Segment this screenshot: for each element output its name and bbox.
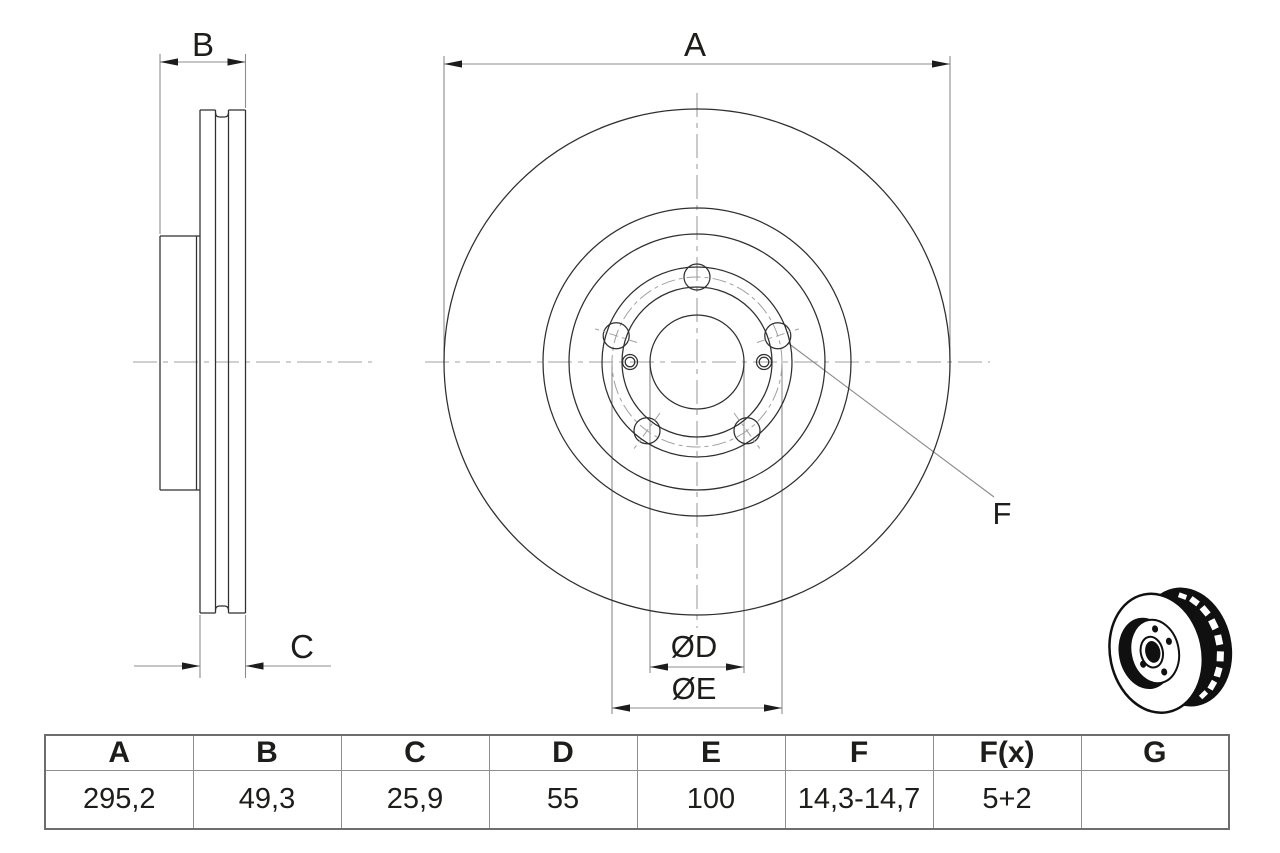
vent-slots — [1177, 592, 1224, 700]
arrowhead — [444, 60, 462, 68]
arrowhead — [160, 58, 178, 66]
vent-opening-bottom — [214, 605, 230, 611]
dim-label-od: ØD — [671, 629, 718, 664]
arrowhead — [182, 662, 200, 670]
dim-C — [134, 615, 331, 678]
dim-label-c: C — [290, 628, 314, 665]
outer-diameter-circle — [443, 108, 951, 616]
dim-A — [443, 56, 951, 362]
screw-hole — [755, 353, 773, 371]
dimension-annotations — [134, 54, 995, 714]
hub-bolt-dots — [1140, 625, 1172, 676]
value-fx: 5+2 — [932, 770, 1082, 830]
table-value-row: 295,2 49,3 25,9 55 100 14,3-14,7 5+2 — [44, 770, 1230, 830]
bolt-hole — [733, 417, 761, 445]
dim-label-b: B — [192, 26, 214, 63]
bolt-hole-tick — [595, 328, 638, 343]
col-header-fx: F(x) — [932, 734, 1082, 771]
bolt-holes — [595, 263, 799, 449]
center-bore-circle — [649, 314, 745, 410]
dim-label-a: A — [684, 26, 706, 63]
hat-outer-circle — [568, 233, 826, 491]
arrowhead — [932, 60, 950, 68]
hat-profile — [159, 235, 200, 491]
value-b: 49,3 — [192, 770, 342, 830]
value-e: 100 — [636, 770, 786, 830]
arrowhead — [612, 704, 630, 712]
screw-hole — [621, 353, 639, 371]
arrowhead — [764, 704, 782, 712]
dim-B — [159, 54, 247, 234]
col-header-c: C — [340, 734, 490, 771]
col-header-d: D — [488, 734, 638, 771]
arrowhead — [726, 663, 744, 671]
bolt-hole — [764, 322, 792, 350]
value-d: 55 — [488, 770, 638, 830]
dim-F-leader — [787, 342, 995, 498]
bolt-hole-tick — [633, 412, 661, 449]
hub-flange-outer-circle — [601, 266, 793, 458]
dim-OD — [649, 364, 745, 673]
bolt-hole-tick — [756, 328, 799, 343]
col-header-a: A — [44, 734, 194, 771]
arrowhead — [245, 662, 264, 670]
brake-disc-3d-icon — [1108, 587, 1233, 714]
value-f: 14,3-14,7 — [784, 770, 934, 830]
arrowhead — [650, 663, 668, 671]
friction-band-inner-circle — [542, 207, 852, 517]
col-header-g: G — [1080, 734, 1230, 771]
bolt-circle — [611, 276, 783, 448]
col-header-f: F — [784, 734, 934, 771]
side-view — [159, 109, 247, 614]
screw-hole-inner — [624, 356, 636, 368]
col-header-e: E — [636, 734, 786, 771]
dimension-table: A B C D E F F(x) G 295,2 49,3 25,9 55 10… — [44, 734, 1230, 830]
bolt-hole — [602, 322, 630, 350]
value-a: 295,2 — [44, 770, 194, 830]
col-header-b: B — [192, 734, 342, 771]
screw-holes — [621, 353, 773, 371]
bore-hole — [1145, 641, 1161, 663]
value-c: 25,9 — [340, 770, 490, 830]
dim-OE — [611, 364, 783, 714]
centerlines — [133, 93, 990, 628]
bolt-hole — [633, 417, 661, 445]
friction-ring-profile — [199, 109, 247, 614]
bolt-hole-tick — [733, 412, 761, 449]
vent-opening-top — [214, 112, 230, 118]
dim-label-oe: ØE — [672, 671, 717, 706]
dim-label-f: F — [993, 496, 1012, 531]
value-g — [1080, 770, 1230, 830]
arrowhead — [227, 58, 246, 66]
screw-hole-inner — [758, 356, 770, 368]
bolt-hole — [683, 263, 711, 291]
front-view — [443, 108, 951, 616]
table-header-row: A B C D E F F(x) G — [44, 734, 1230, 771]
